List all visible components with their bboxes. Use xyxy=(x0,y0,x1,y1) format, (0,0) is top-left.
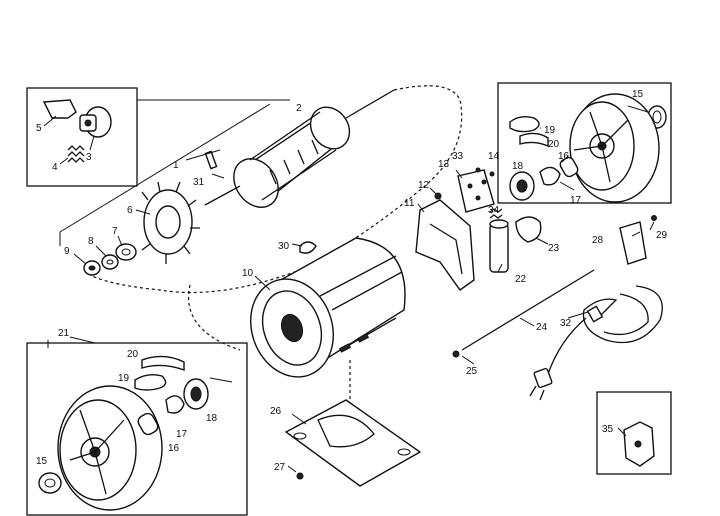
part-6-fan xyxy=(141,181,200,264)
part-15-washer-bottom xyxy=(38,472,62,494)
label-4: 4 xyxy=(52,162,58,173)
part-30-clip xyxy=(299,241,317,254)
part-11-switch-bracket xyxy=(415,199,475,291)
part-25-nut xyxy=(452,350,460,358)
part-34-spring xyxy=(489,208,503,219)
label-14: 14 xyxy=(488,151,500,162)
part-8-washer xyxy=(101,254,119,270)
label-2: 2 xyxy=(296,103,302,114)
label-32: 32 xyxy=(560,318,572,329)
label-25: 25 xyxy=(466,366,478,377)
label-28: 28 xyxy=(592,235,604,246)
part-3-brush-holder xyxy=(79,106,112,138)
label-33: 33 xyxy=(452,151,464,162)
label-19-top: 19 xyxy=(544,125,556,136)
part-17-clip-top xyxy=(539,166,561,186)
label-27: 27 xyxy=(274,462,286,473)
part-28-cover-plate xyxy=(619,221,647,265)
part-19-wick-top xyxy=(509,115,540,133)
label-29: 29 xyxy=(656,230,668,241)
label-6: 6 xyxy=(127,205,133,216)
part-24-through-bolt xyxy=(461,269,595,351)
label-17-top: 17 xyxy=(570,195,582,206)
label-7: 7 xyxy=(112,226,118,237)
label-35: 35 xyxy=(602,424,614,435)
inset-end-bell-parts xyxy=(497,82,672,204)
label-34: 34 xyxy=(488,205,500,216)
label-22: 22 xyxy=(515,274,527,285)
label-15-bottom: 15 xyxy=(36,456,48,467)
label-20-bottom: 20 xyxy=(127,349,139,360)
label-30: 30 xyxy=(278,241,290,252)
label-11: 11 xyxy=(404,198,415,209)
label-21: 21 xyxy=(58,328,70,339)
leader-lines xyxy=(73,105,655,473)
part-23-cover xyxy=(515,216,542,243)
label-9: 9 xyxy=(64,246,70,257)
part-33-terminal xyxy=(475,167,481,173)
part-5-bracket xyxy=(42,99,77,119)
part-18-bearing-bottom xyxy=(183,378,209,410)
label-24: 24 xyxy=(536,322,548,333)
part-4-spring xyxy=(67,145,85,163)
label-26: 26 xyxy=(270,406,282,417)
part-20-felt-bottom xyxy=(141,355,185,371)
label-10: 10 xyxy=(242,268,254,279)
label-18-top: 18 xyxy=(512,161,524,172)
part-22-capacitor xyxy=(489,219,509,273)
label-5: 5 xyxy=(36,123,42,134)
label-16-bottom: 16 xyxy=(168,443,180,454)
part-13-switch-plate xyxy=(457,169,495,213)
label-13: 13 xyxy=(438,159,450,170)
part-12-screw xyxy=(434,192,442,200)
part-27-screw xyxy=(296,472,304,480)
part-10-stator-frame xyxy=(250,237,406,378)
part-20-felt-top xyxy=(519,132,549,148)
label-20-top: 20 xyxy=(548,139,560,150)
part-31-key xyxy=(204,150,218,170)
inset-part-35 xyxy=(596,391,672,475)
label-12: 12 xyxy=(418,180,430,191)
part-labels: 1 2 3 4 5 6 7 8 9 10 11 12 13 14 15 15 1… xyxy=(36,89,668,473)
part-17-clip-bottom xyxy=(165,395,185,414)
part-18-bearing-top xyxy=(509,171,535,201)
label-17-bottom: 17 xyxy=(176,429,188,440)
end-bell-top xyxy=(569,93,660,203)
label-31: 31 xyxy=(193,177,205,188)
end-bell-bottom xyxy=(57,385,163,511)
part-32-power-cord xyxy=(529,285,663,401)
inset-end-bell-parts-lower xyxy=(26,336,248,516)
label-3: 3 xyxy=(86,152,92,163)
assembly-guide-line xyxy=(89,85,463,294)
label-1: 1 xyxy=(173,160,179,171)
part-19-wick-bottom xyxy=(134,373,167,391)
label-19-bottom: 19 xyxy=(118,373,130,384)
part-2-armature xyxy=(204,89,395,208)
part-26-base-plate xyxy=(284,399,422,487)
label-18-bottom: 18 xyxy=(206,413,218,424)
label-16-top: 16 xyxy=(558,151,570,162)
label-23: 23 xyxy=(548,243,560,254)
part-29-screw xyxy=(651,215,657,221)
label-15-top: 15 xyxy=(632,89,644,100)
part-7-washer xyxy=(115,243,137,261)
inset-brush-parts xyxy=(26,87,290,187)
part-14-screw xyxy=(489,171,495,177)
part-16-sleeve-bottom xyxy=(137,412,159,436)
label-8: 8 xyxy=(88,236,94,247)
